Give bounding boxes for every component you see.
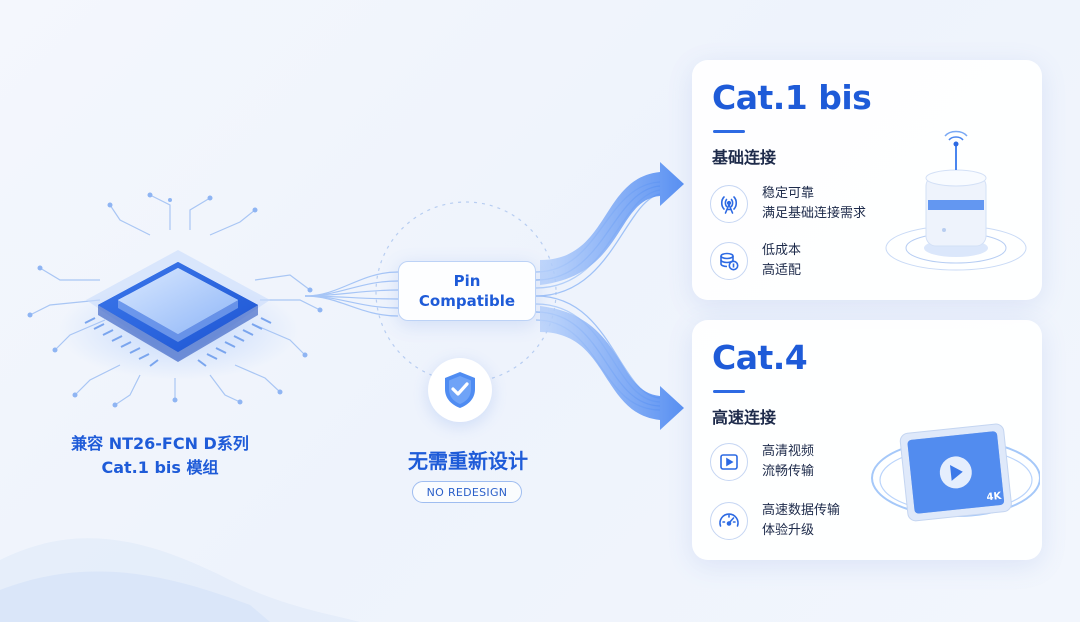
feature-high-speed: 高速数据传输 体验升级 bbox=[710, 501, 840, 541]
dashed-ring bbox=[375, 201, 557, 383]
speedometer-icon bbox=[710, 502, 748, 540]
no-redesign-badge: NO REDESIGN bbox=[412, 481, 522, 503]
pin-compatible-box: Pin Compatible bbox=[398, 261, 536, 321]
no-redesign-title: 无需重新设计 bbox=[408, 449, 528, 473]
feature-high-speed-line1: 高速数据传输 bbox=[762, 503, 841, 518]
feature-low-cost: 低成本 高适配 bbox=[710, 241, 801, 281]
feature-low-cost-line1: 低成本 bbox=[762, 243, 802, 258]
title-underline bbox=[713, 130, 745, 133]
chip-label-line2: Cat.1 bis 模组 bbox=[101, 458, 219, 477]
arrow-heads bbox=[540, 162, 684, 430]
shield-check-icon bbox=[428, 358, 492, 422]
play-icon bbox=[710, 443, 748, 481]
feature-hd-video-line2: 流畅传输 bbox=[762, 464, 815, 479]
connector-lines-left bbox=[304, 271, 399, 317]
antenna-icon bbox=[710, 185, 748, 223]
chip-label-line1: 兼容 NT26-FCN D系列 bbox=[71, 434, 249, 453]
pin-label-line1: Pin bbox=[453, 272, 481, 290]
title-underline bbox=[713, 390, 745, 393]
cat1-title: Cat.1 bis bbox=[712, 78, 872, 117]
iot-device-illustration bbox=[885, 130, 1027, 271]
feature-stable-line2: 满足基础连接需求 bbox=[762, 206, 867, 221]
feature-stable-line1: 稳定可靠 bbox=[762, 186, 815, 201]
cat4-card: Cat.4 高速连接 高清视频 流畅传输 高速数据传输 体验升级 bbox=[692, 320, 1042, 560]
decorative-wave bbox=[0, 538, 360, 622]
feature-high-speed-line2: 体验升级 bbox=[762, 523, 815, 538]
cat4-title: Cat.4 bbox=[712, 338, 808, 377]
feature-low-cost-line2: 高适配 bbox=[762, 263, 802, 278]
pin-label-line2: Compatible bbox=[418, 292, 516, 310]
cat4-subtitle: 高速连接 bbox=[712, 408, 777, 427]
feature-hd-video: 高清视频 流畅传输 bbox=[710, 442, 814, 482]
coin-stack-icon bbox=[710, 242, 748, 280]
connector-lines-right bbox=[535, 181, 661, 411]
feature-stable: 稳定可靠 满足基础连接需求 bbox=[710, 184, 866, 224]
circuit-traces bbox=[29, 194, 321, 406]
chip-module-illustration bbox=[58, 250, 298, 380]
cat1-bis-card: Cat.1 bis 基础连接 稳定可靠 满足基础连接需求 bbox=[692, 60, 1042, 300]
circuit-nodes bbox=[27, 192, 323, 408]
feature-hd-video-line1: 高清视频 bbox=[762, 444, 815, 459]
screen-badge-4k: 4K bbox=[986, 491, 1003, 504]
cat1-subtitle: 基础连接 bbox=[712, 148, 777, 167]
video-tablet-illustration: 4K bbox=[871, 423, 1040, 522]
